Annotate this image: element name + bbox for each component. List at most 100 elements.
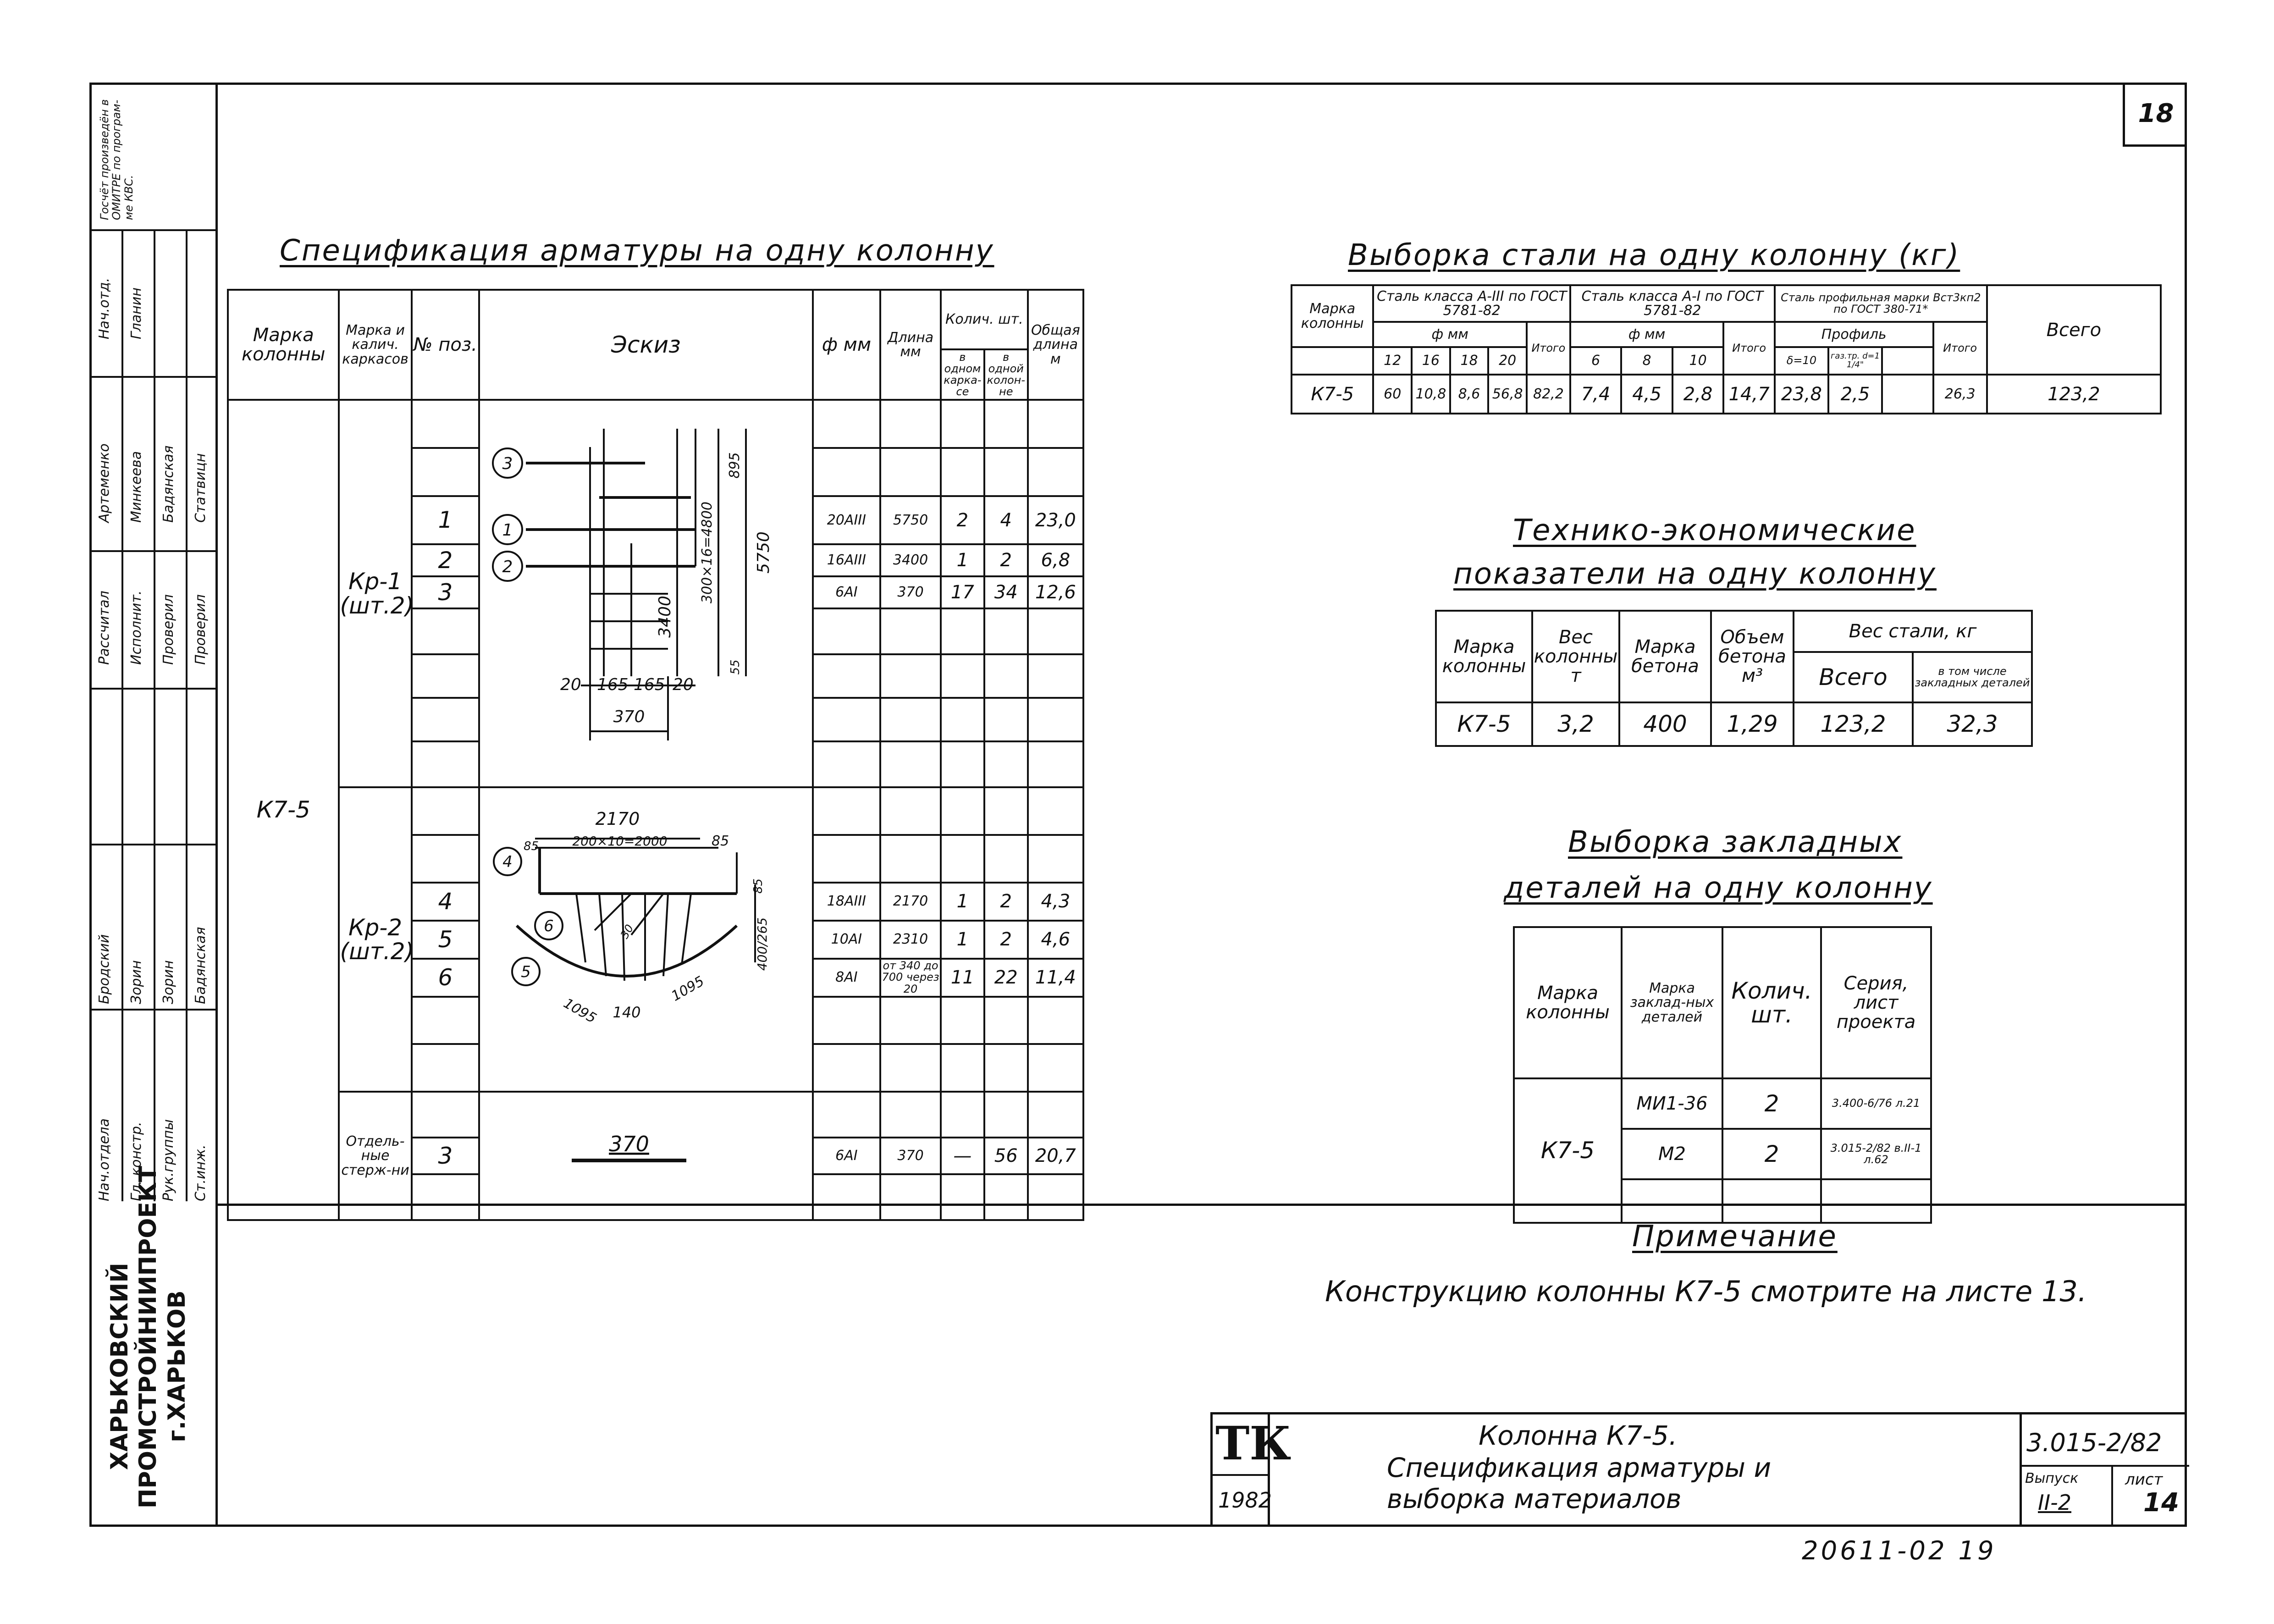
tech-r-all: 123,2 <box>1793 702 1914 747</box>
dim-20a: 20 <box>560 675 581 694</box>
len-7: 370 <box>879 1137 942 1175</box>
sketch-3: 370 <box>572 1132 687 1162</box>
embed-col: К7-5 <box>1513 1077 1623 1224</box>
dim-85a: 85 <box>524 840 539 853</box>
q1-4: 1 <box>939 881 985 922</box>
h-qty: Колич. шт. <box>939 289 1029 350</box>
dim-300: 300×16=4800 <box>699 501 715 603</box>
len-4: 2170 <box>879 881 942 922</box>
role2-1: Нач.отдела <box>96 1118 112 1201</box>
steel-r-delta: 23,8 <box>1773 374 1829 414</box>
steel-r-8: 4,5 <box>1620 374 1673 414</box>
embed-h-qty: Колич. шт. <box>1722 926 1822 1079</box>
q1-5: 1 <box>939 919 985 960</box>
q1-2: 1 <box>939 543 985 577</box>
tech-r-weight: 3,2 <box>1531 702 1620 747</box>
tot-3: 12,6 <box>1027 575 1085 609</box>
dim-2170: 2170 <box>596 809 640 829</box>
role-4: Проверил <box>193 594 209 665</box>
side-strip <box>89 83 218 1527</box>
q2-3: 34 <box>983 575 1029 609</box>
stamp-code: 3.015-2/82 <box>2026 1428 2162 1457</box>
embed-h-emark: Марка заклад-ных деталей <box>1621 926 1723 1079</box>
role2-4: Ст.инж. <box>193 1144 209 1201</box>
h-frame-mark: Марка и калич. каркасов <box>338 289 413 401</box>
q2-6: 22 <box>983 957 1029 998</box>
embed-title-1: Выборка закладных <box>1568 825 1903 859</box>
q1-1: 2 <box>939 495 985 545</box>
callout-1: 1 <box>502 521 513 540</box>
len-3: 370 <box>879 575 942 609</box>
q1-7: — <box>939 1137 985 1175</box>
steel-r-20: 56,8 <box>1487 374 1528 414</box>
tech-table: Марка колонны Вес колонны т Марка бетона… <box>1435 610 2033 747</box>
steel-h-8: 8 <box>1620 346 1673 376</box>
spec-title: Спецификация арматуры на одну колонну <box>280 234 994 268</box>
dim-20b: 20 <box>673 675 694 694</box>
note-text: Конструкцию колонны К7-5 смотрите на лис… <box>1325 1275 2087 1308</box>
dim-85b: 85 <box>712 833 729 849</box>
dim-895: 895 <box>727 452 743 478</box>
sketch-2-cell: 4 6 5 2170 85 200×10=2000 85 85 400/265 … <box>478 786 814 1093</box>
stamp-tk: ТК <box>1215 1416 1292 1470</box>
column-mark: К7-5 <box>226 399 340 1221</box>
callout-6: 6 <box>544 917 554 935</box>
embed-title-2: деталей на одну колонну <box>1504 871 1933 905</box>
embed-s-2: 3.015-2/82 в.II-1 л.62 <box>1820 1128 1932 1180</box>
h-phi: ф мм <box>811 289 882 401</box>
pos-3: 3 <box>410 575 480 609</box>
steel-h-tot1: Итого <box>1526 321 1571 376</box>
steel-r-empty <box>1881 374 1934 414</box>
steel-h-pipe: газ.тр. d=1 1/4" <box>1827 346 1883 376</box>
len-6: от 340 до 700 через 20 <box>879 957 942 998</box>
dim-30: 30 <box>618 922 636 941</box>
steel-h-profile: Профиль <box>1773 321 1934 348</box>
name-3: Бадянская <box>160 445 177 523</box>
h-sketch: Эскиз <box>478 289 814 401</box>
stamp-list-label: лист <box>2125 1470 2163 1489</box>
len-5: 2310 <box>879 919 942 960</box>
steel-h-tot2: Итого <box>1722 321 1776 376</box>
steel-r-tot3: 26,3 <box>1932 374 1988 414</box>
phi-7: 6АI <box>811 1137 882 1175</box>
name-2: Минкеева <box>128 451 144 523</box>
tot-5: 4,6 <box>1027 919 1085 960</box>
steel-h-tot3: Итого <box>1932 321 1988 376</box>
q1-3: 17 <box>939 575 985 609</box>
role-2: Исполнит. <box>128 590 144 665</box>
q1-6: 11 <box>939 957 985 998</box>
steel-r-tot2: 14,7 <box>1722 374 1776 414</box>
dim-5750: 5750 <box>754 531 773 574</box>
steel-title: Выборка стали на одну колонну (кг) <box>1348 238 1960 272</box>
stamp-line2: Спецификация арматуры и <box>1387 1452 1772 1483</box>
phi-2: 16АIII <box>811 543 882 577</box>
dim-370-bar: 370 <box>609 1132 649 1156</box>
dim-165b: 165 <box>634 675 665 694</box>
tech-title-2: показатели на одну колонну <box>1453 557 1937 591</box>
steel-h-mark: Марка колонны <box>1290 284 1374 348</box>
h-qty-one: в одном карка-се <box>939 348 985 401</box>
steel-h-empty <box>1881 346 1934 376</box>
stamp-issue: II-2 <box>2038 1490 2071 1515</box>
tot-2: 6,8 <box>1027 543 1085 577</box>
q2-5: 2 <box>983 919 1029 960</box>
phi-3: 6АI <box>811 575 882 609</box>
steel-h-12: 12 <box>1372 346 1413 376</box>
callout-4: 4 <box>502 853 513 871</box>
h-pos: № поз. <box>410 289 480 401</box>
steel-r-mark: К7-5 <box>1290 374 1374 414</box>
steel-h-delta: δ=10 <box>1773 346 1829 376</box>
stamp-line1: Колонна К7-5. <box>1479 1420 1678 1451</box>
tech-h-incl: в том числе закладных деталей <box>1911 651 2033 703</box>
title-stamp: ТК 1982 Колонна К7-5. Спецификация армат… <box>1210 1412 2189 1527</box>
h-mark: Марка колонны <box>226 289 340 401</box>
tech-h-steel: Вес стали, кг <box>1792 610 2033 653</box>
callout-3: 3 <box>502 454 513 473</box>
steel-h-g2: Сталь класса А-I по ГОСТ 5781-82 <box>1569 284 1776 323</box>
sketch-1: 3 1 2 895 5750 3400 300×16=4800 55 20 16… <box>492 428 773 740</box>
len-1: 5750 <box>879 495 942 545</box>
embed-q-2: 2 <box>1722 1128 1822 1180</box>
stamp-year: 1982 <box>1218 1488 1272 1513</box>
dim-55: 55 <box>729 659 742 674</box>
steel-h-all: Всего <box>1986 284 2162 376</box>
